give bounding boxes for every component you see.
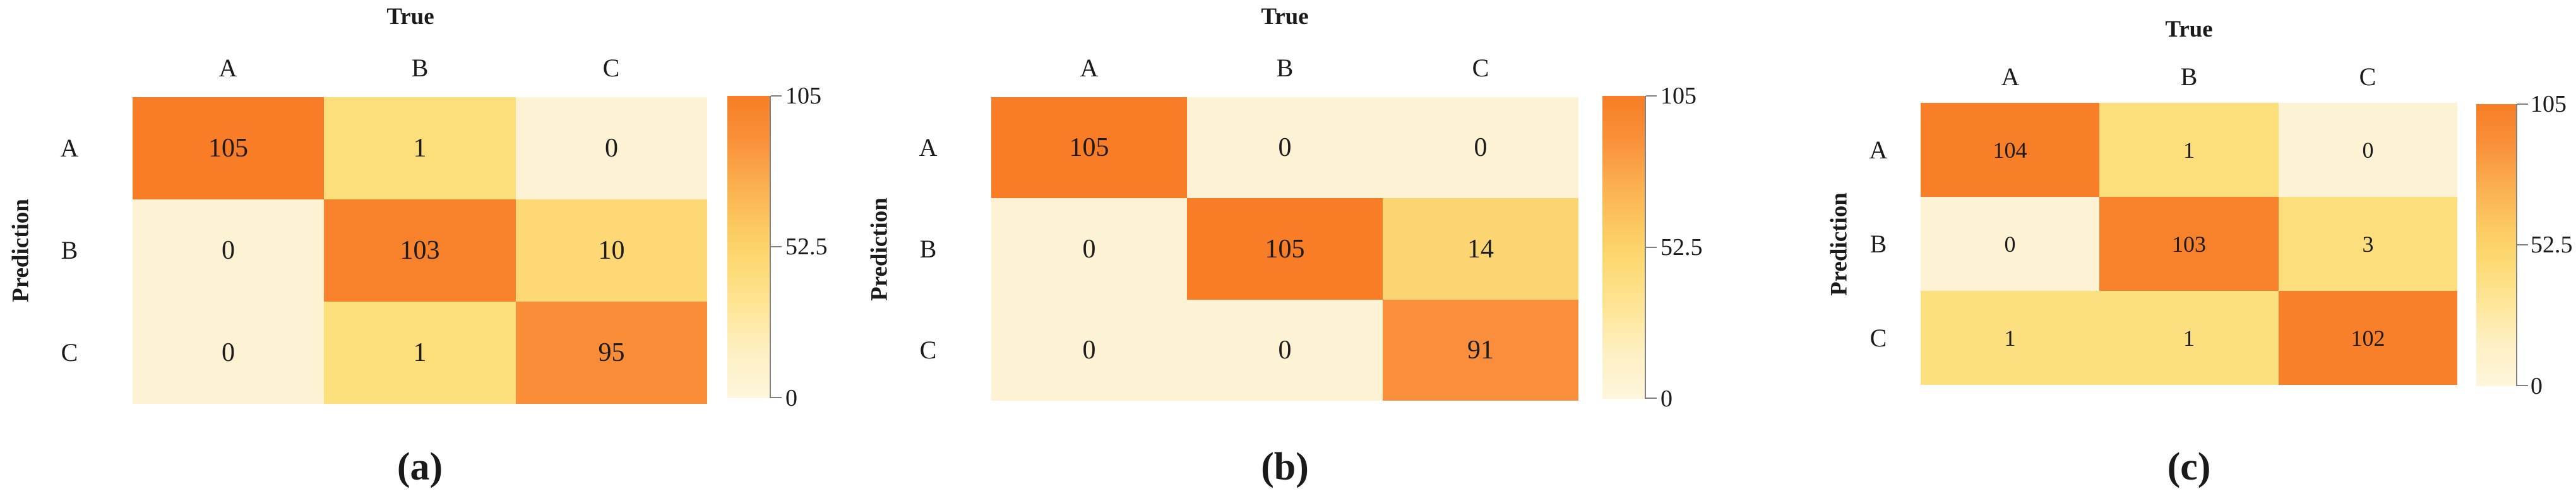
row-label-a: A <box>919 133 938 162</box>
colorbar-tick <box>2517 385 2528 386</box>
row-label-a: A <box>60 134 79 162</box>
heatmap-cell: 0 <box>1921 197 2099 291</box>
col-label-c: C <box>2359 62 2376 91</box>
col-label-a: A <box>2001 62 2020 91</box>
col-label-b: B <box>2180 62 2198 91</box>
heatmap-cell: 0 <box>991 300 1187 401</box>
colorbar-tick <box>771 397 782 398</box>
colorbar-tick-label: 52.5 <box>1661 234 1703 261</box>
col-label-b: B <box>411 54 429 82</box>
colorbar-tick-label: 0 <box>2531 373 2543 399</box>
heatmap-cell: 0 <box>133 199 324 302</box>
panel-caption: (c) <box>2167 445 2211 488</box>
heatmap-cell: 102 <box>2279 291 2457 385</box>
heatmap-cell: 0 <box>516 97 707 199</box>
colorbar-tick <box>2517 244 2528 245</box>
heatmap-cell: 105 <box>133 97 324 199</box>
colorbar-tick-label: 52.5 <box>2531 232 2573 258</box>
colorbar-tick-label: 105 <box>2531 91 2567 117</box>
y-axis-title: Prediction <box>8 199 34 302</box>
y-axis-title: Prediction <box>1826 192 1852 296</box>
colorbar <box>1602 96 1646 399</box>
panel-caption: (b) <box>1261 445 1309 488</box>
colorbar-tick <box>1646 247 1657 248</box>
colorbar-tick-label: 105 <box>1661 83 1696 109</box>
row-label-c: C <box>1869 324 1887 352</box>
heatmap-cell: 14 <box>1383 198 1578 300</box>
heatmap-cell: 95 <box>516 302 707 404</box>
heatmap-cell: 105 <box>1187 198 1383 300</box>
heatmap-cell: 104 <box>1921 103 2099 197</box>
row-label-b: B <box>61 236 78 264</box>
row-label-c: C <box>919 336 937 364</box>
heatmap-cell: 0 <box>2279 103 2457 197</box>
col-label-b: B <box>1276 54 1294 82</box>
row-label-b: B <box>919 235 937 263</box>
heatmap-cell: 103 <box>324 199 516 302</box>
colorbar-tick <box>1646 95 1657 97</box>
colorbar-tick <box>2517 103 2528 105</box>
heatmap-cell: 105 <box>991 97 1187 198</box>
x-axis-title: True <box>2165 16 2213 42</box>
heatmap-cell: 1 <box>2099 103 2279 197</box>
col-label-c: C <box>1472 54 1489 82</box>
colorbar-tick-label: 52.5 <box>785 233 828 260</box>
col-label-c: C <box>602 54 620 82</box>
colorbar-tick-label: 0 <box>1661 386 1673 412</box>
heatmap-cell: 0 <box>1383 97 1578 198</box>
col-label-a: A <box>1080 54 1099 82</box>
heatmap-cell: 1 <box>324 97 516 199</box>
row-label-c: C <box>61 338 78 367</box>
x-axis-title: True <box>1261 4 1309 30</box>
colorbar <box>2476 104 2517 386</box>
heatmap-cell: 3 <box>2279 197 2457 291</box>
colorbar-tick <box>771 246 782 247</box>
x-axis-title: True <box>386 4 434 30</box>
colorbar-tick-label: 0 <box>785 385 797 411</box>
panel-caption: (a) <box>397 445 443 488</box>
y-axis-title: Prediction <box>866 197 893 301</box>
colorbar-tick <box>771 95 782 97</box>
row-label-b: B <box>1869 230 1887 258</box>
heatmap-cell: 1 <box>2099 291 2279 385</box>
col-label-a: A <box>218 54 237 82</box>
heatmap-cell: 1 <box>1921 291 2099 385</box>
heatmap-cell: 91 <box>1383 300 1578 401</box>
heatmap-cell: 103 <box>2099 197 2279 291</box>
colorbar <box>727 96 771 398</box>
heatmap-cell: 1 <box>324 302 516 404</box>
colorbar-tick <box>1646 398 1657 399</box>
heatmap-cell: 0 <box>1187 300 1383 401</box>
heatmap-cell: 0 <box>991 198 1187 300</box>
colorbar-tick-label: 105 <box>785 83 821 109</box>
heatmap-cell: 0 <box>1187 97 1383 198</box>
heatmap-cell: 0 <box>133 302 324 404</box>
heatmap-cell: 10 <box>516 199 707 302</box>
row-label-a: A <box>1869 136 1888 164</box>
